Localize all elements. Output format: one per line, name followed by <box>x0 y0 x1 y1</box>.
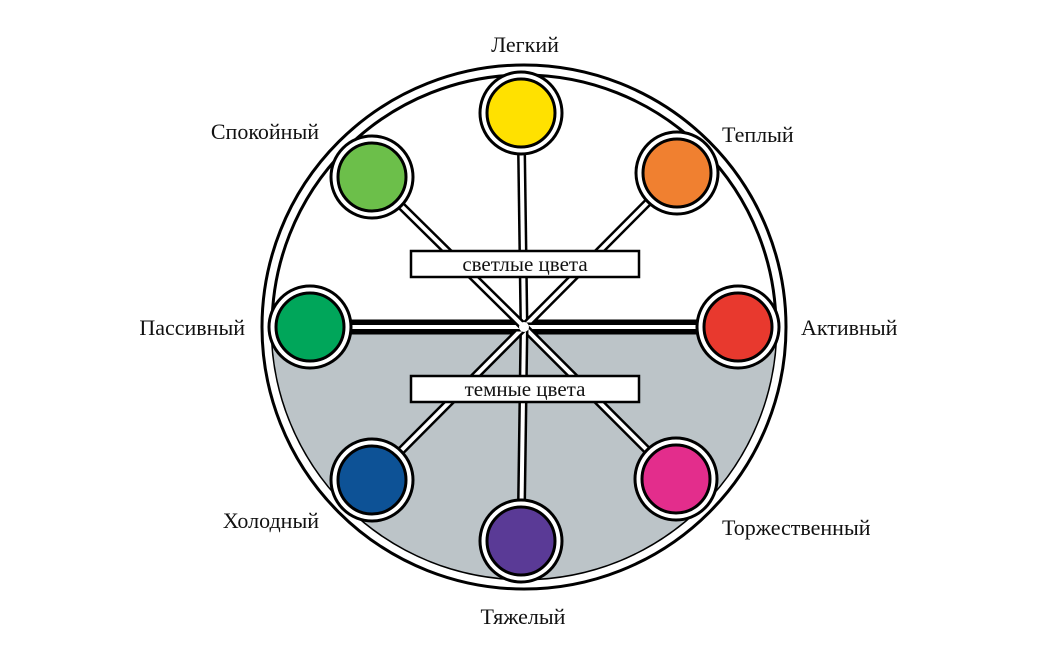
color-swatch-green <box>274 291 346 363</box>
mood-label-red: Активный <box>801 315 898 340</box>
center-hub <box>519 322 529 332</box>
light-colors-band: светлые цвета <box>409 249 641 279</box>
mood-label-light-green: Спокойный <box>211 119 319 144</box>
spoke-core-yellow <box>519 148 526 328</box>
color-node-green: Пассивный <box>139 284 353 370</box>
spoke-core-violet <box>519 326 526 506</box>
color-swatch-red <box>702 291 774 363</box>
color-node-magenta: Торжественный <box>633 436 871 540</box>
color-node-blue: Холодный <box>223 437 415 533</box>
mood-label-yellow: Легкий <box>491 32 559 57</box>
color-nodes: ЛегкийТеплыйАктивныйТоржественныйТяжелый… <box>139 32 897 629</box>
color-swatch-orange <box>641 137 713 209</box>
color-node-yellow: Легкий <box>478 32 564 156</box>
light-colors-label: светлые цвета <box>462 252 588 276</box>
color-node-violet: Тяжелый <box>478 498 566 629</box>
mood-label-magenta: Торжественный <box>722 515 871 540</box>
color-swatch-light-green <box>336 141 408 213</box>
color-swatch-yellow <box>485 77 557 149</box>
mood-label-orange: Теплый <box>722 122 794 147</box>
dark-colors-label: темные цвета <box>465 377 586 401</box>
color-swatch-magenta <box>640 443 712 515</box>
color-swatch-blue <box>336 444 408 516</box>
mood-label-blue: Холодный <box>223 508 319 533</box>
mood-label-violet: Тяжелый <box>481 604 566 629</box>
color-swatch-violet <box>485 505 557 577</box>
mood-label-green: Пассивный <box>139 315 245 340</box>
dark-colors-band: темные цвета <box>409 374 641 404</box>
color-node-red: Активный <box>695 284 898 370</box>
color-node-orange: Теплый <box>634 122 794 216</box>
color-node-light-green: Спокойный <box>211 119 415 220</box>
